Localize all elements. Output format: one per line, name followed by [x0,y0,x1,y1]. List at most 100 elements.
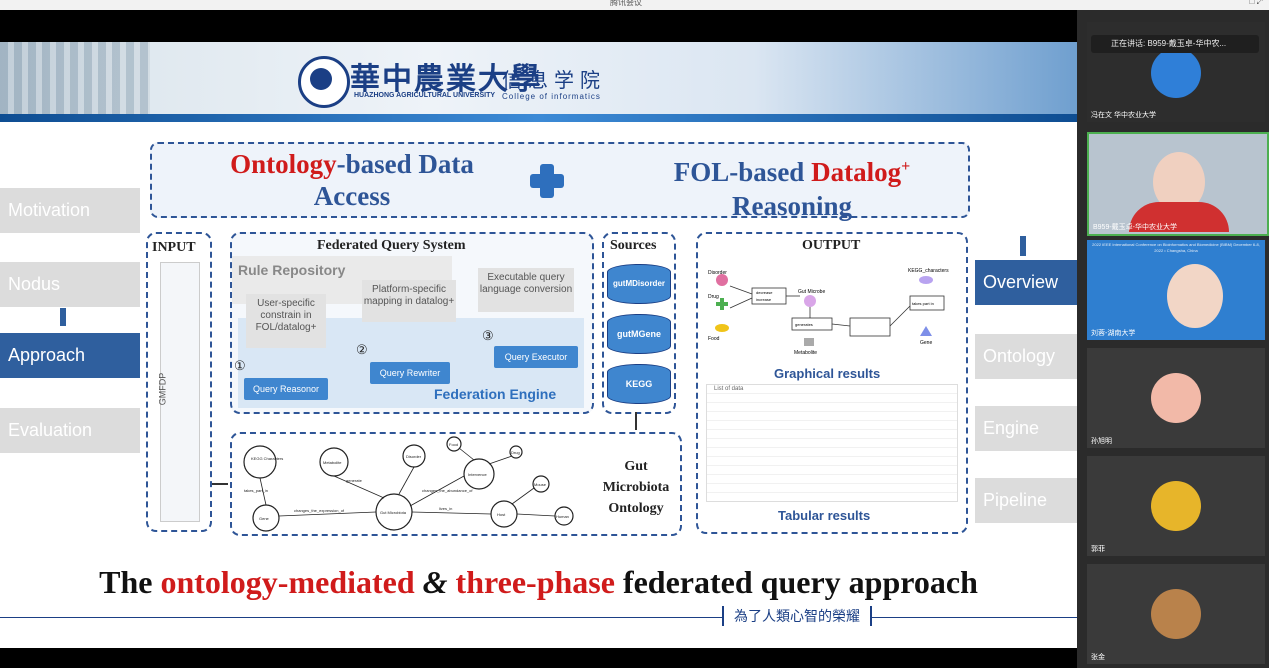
query-executor: Query Executor [494,346,578,368]
plus-icon [530,164,564,198]
onto-label-human: Human [556,514,569,519]
window-controls[interactable]: □ ⤢ [1249,0,1263,6]
campus-photo [0,42,150,122]
gene-node-icon [920,326,932,336]
onto-label-gut-microbiota: Gut Microbiota [380,510,407,515]
college-name-en: College of informatics [502,92,601,101]
input-title: INPUT [152,240,196,255]
participant-tile-4[interactable]: 孙旭明 [1087,348,1265,448]
rule-repo-label: Rule Repository [238,262,346,278]
source-gutmgene: gutMGene [607,314,671,354]
participant-tile-6[interactable]: 张金 [1087,564,1265,664]
nav-pipeline[interactable]: Pipeline [975,478,1077,523]
obda-title: Ontology-based Data Access [230,149,474,211]
node-label-food: Food [708,336,720,342]
kegg-node-icon [919,276,933,284]
avatar [1151,481,1201,531]
onto-label-disorder: Disorder [406,454,422,459]
participant-name: 孙旭明 [1091,438,1112,445]
participant-shirt [1129,202,1229,232]
nav-approach[interactable]: Approach [0,333,140,378]
approach-banner: Ontology-based Data Access FOL-based Dat… [150,142,970,221]
motto-line [0,617,1077,618]
federation-engine-label: Federation Engine [434,386,557,402]
conference-banner: 2022 IEEE International Conference on Bi… [1092,242,1260,253]
node-label-drug: Drug [708,294,719,300]
node-label-disorder: Disorder [708,270,727,276]
onto-label-food: Food [449,442,458,447]
avatar [1151,373,1201,423]
participant-tile-3[interactable]: 2022 IEEE International Conference on Bi… [1087,240,1265,340]
graphical-results-label: Graphical results [774,366,881,381]
slide-bottom-title: The ontology-mediated & three-phase fede… [99,564,978,600]
fqs-title: Federated Query System [317,238,466,253]
participant-tile-2[interactable]: B959-戴玉卓-华中农业大学 [1087,132,1269,236]
list-of-data-label: List of data [714,386,744,392]
tabular-results-table [706,384,958,502]
header-stripe [0,114,1077,122]
nav-motivation[interactable]: Motivation [0,188,140,233]
graphical-results-diagram: Disorder Drug Food Gut Microbe Metabolit… [708,268,949,356]
sources-title: Sources [610,238,657,253]
step3-marker: ③ [482,328,494,343]
onto-edge-lives-in: lives_in [439,506,452,511]
source-gutmdisorder: gutMDisorder [607,264,671,304]
node-label-metabolite: Metabolite [794,350,817,356]
onto-edge-abundance: changes_the_abundance_of [422,488,473,493]
nav-evaluation[interactable]: Evaluation [0,408,140,453]
shared-slide: 華中農業大學 HUAZHONG AGRICULTURAL UNIVERSITY … [0,42,1077,648]
intervence-node [463,458,495,490]
university-name-cn: 華中農業大學 [350,62,542,97]
participant-name: B959-戴玉卓-华中农业大学 [1093,224,1178,231]
university-name-en: HUAZHONG AGRICULTURAL UNIVERSITY [354,92,496,99]
node-label-gene: Gene [920,340,932,346]
participants-panel: 冯在文 华中农业大学 正在讲话: B959-戴玉卓-华中农... B959-戴玉… [1077,10,1269,668]
input-screenshot [160,262,200,522]
drug-node [509,445,523,459]
avatar [1151,48,1201,98]
edge-label-generates: generates [795,322,813,327]
sources-box: Sources gutMDisorder gutMGene KEGG [602,232,676,414]
window-title: 腾讯会议 [610,0,642,7]
metabolite-node-icon [804,338,814,346]
user-specific-box: User-specific constrain in FOL/datalog+ [246,294,326,348]
nav-nodus[interactable]: Nodus [0,262,140,307]
onto-label-mouse: Mouse [534,482,547,487]
mouse-node [532,475,550,493]
window-titlebar: 腾讯会议 □ ⤢ [0,0,1269,10]
onto-edge-generate: generate [346,478,363,483]
input-label: GMFDP [157,372,168,406]
participant-tile-5[interactable]: 郭菲 [1087,456,1265,556]
edge-label-decrease: decrease [756,290,773,295]
source-kegg: KEGG [607,364,671,404]
onto-label-drug: Drug [511,450,520,455]
participant-name: 冯在文 华中农业大学 [1091,112,1156,119]
slide-header: 華中農業大學 HUAZHONG AGRICULTURAL UNIVERSITY … [0,42,1077,122]
step1-marker: ① [234,358,246,373]
ontology-graph: KEGG Characters Metabolite Disorder Food… [243,436,574,532]
onto-edge-takes-part-in: takes_part_in [244,488,268,493]
onto-label-kegg: KEGG Characters [251,456,283,461]
input-box: INPUT GMFDP [146,232,212,532]
university-motto: 為了人類心智的榮耀 [722,606,872,626]
edge-label-takes-part-in: takes part in [912,301,934,306]
nav-engine[interactable]: Engine [975,406,1077,451]
down-arrow-icon [1020,236,1026,256]
participant-name: 刘蓉-湖南大学 [1091,330,1136,337]
participant-name: 张金 [1091,654,1105,661]
kegg-characters-node [243,445,277,479]
food-node-icon [715,324,729,332]
step2-marker: ② [356,342,368,357]
nav-ontology[interactable]: Ontology [975,334,1077,379]
nav-overview[interactable]: Overview [975,260,1077,305]
tabular-results-label: Tabular results [778,508,871,523]
federated-query-system: Federated Query System Rule Repository U… [230,232,594,414]
food-node [446,436,462,452]
arrow-down-icon [635,412,637,430]
onto-label-intervence: Intervence [468,472,487,477]
college-name-cn: 信息学院 [502,68,606,92]
speaking-indicator: 正在讲话: B959-戴玉卓-华中农... [1091,35,1259,53]
university-logo-icon [298,56,350,108]
ontology-box: KEGG Characters Metabolite Disorder Food… [230,432,682,536]
platform-specific-box: Platform-specific mapping in datalog+ [362,280,456,322]
